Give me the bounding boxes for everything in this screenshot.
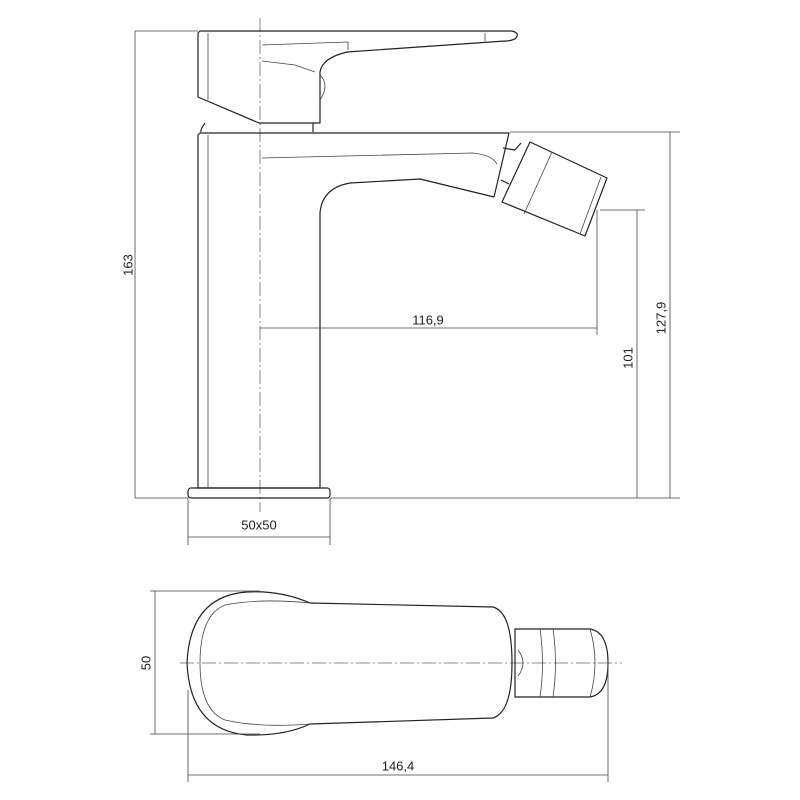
lever-detail [207, 33, 486, 101]
nozzle-joint [500, 142, 522, 185]
top-dimensions [150, 590, 609, 782]
lever-neck [200, 122, 314, 133]
dim-total-height: 163 [120, 254, 136, 276]
side-dimensions [134, 30, 680, 545]
top-view-outline [186, 591, 513, 736]
nozzle-rings [517, 628, 596, 698]
side-view [187, 18, 608, 512]
body-detail [207, 135, 498, 488]
nozzle-detail [523, 151, 602, 235]
dim-base-size: 50x50 [241, 517, 277, 533]
dim-spout-height: 127,9 [653, 301, 669, 335]
dim-nozzle-height: 101 [620, 347, 636, 369]
top-view [180, 591, 622, 736]
dim-total-length: 146,4 [381, 758, 415, 774]
dim-top-width: 50 [138, 655, 154, 671]
lever-handle [197, 30, 518, 124]
faucet-body [197, 132, 510, 489]
dim-spout-reach: 116,9 [412, 312, 444, 328]
base-plate [187, 487, 331, 499]
bidet-nozzle [501, 141, 608, 237]
top-view-inner [199, 600, 311, 726]
